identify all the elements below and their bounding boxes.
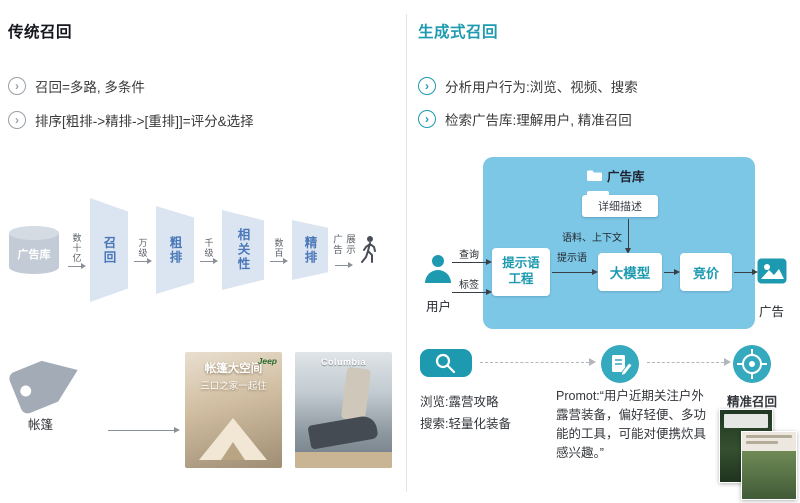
left-bullet-2-text: 排序[粗排->精排->[重排]]=评分&选择	[35, 114, 254, 129]
node-large-model-label: 大模型	[609, 266, 651, 281]
tag-keyword-label: 帐篷	[28, 418, 54, 432]
arrow-right-icon	[552, 268, 598, 275]
detail-description-label: 详细描述	[598, 201, 642, 213]
ad-image-tent: 帐篷大空间 三口之家一起住 Jeep	[185, 352, 282, 468]
funnel-stage-fine: 精排	[292, 220, 328, 280]
left-bullet-1-text: 召回=多路, 多条件	[35, 80, 145, 95]
funnel-stage-fine-label: 精排	[302, 235, 317, 265]
ad-library-label: 广告库	[17, 249, 51, 261]
user-behavior-line-2: 搜索:轻量化装备	[420, 417, 511, 431]
edge-tag-label: 标签	[459, 280, 479, 291]
dashed-arrow-icon	[480, 358, 596, 367]
ground-shape	[295, 452, 392, 468]
ad-image-tent-subtitle: 三口之家一起住	[200, 381, 267, 392]
right-bullet-2-text: 检索广告库:理解用户, 精准召回	[445, 113, 632, 128]
funnel-edge-2-label: 万级	[137, 238, 148, 258]
chevron-circle-icon: ›	[418, 110, 436, 128]
generative-flow-panel	[483, 157, 755, 329]
arrow-right-icon	[134, 258, 152, 264]
prompt-edit-icon	[601, 345, 639, 383]
chevron-circle-icon: ›	[418, 77, 436, 95]
walking-person-icon	[361, 236, 376, 263]
arrow-right-icon	[68, 263, 86, 269]
funnel-edge-1-label: 数十亿	[71, 233, 82, 263]
folder-icon	[586, 170, 602, 182]
right-bullet-1-text: 分析用户行为:浏览、视频、搜索	[445, 80, 638, 95]
node-large-model: 大模型	[598, 253, 662, 291]
left-bullet-2: › 排序[粗排->精排->[重排]]=评分&选择	[8, 110, 254, 130]
node-bidding: 竞价	[680, 253, 732, 291]
ad-library-cylinder: 广告库	[6, 224, 62, 276]
arrow-right-icon	[335, 262, 353, 268]
funnel-edge-4: 数百	[264, 238, 292, 264]
funnel-edge-5: 广告展示	[328, 234, 358, 268]
corpus-context-label: 语料、上下文	[562, 233, 622, 244]
shoe-shape	[307, 414, 379, 450]
arrow-right-icon	[452, 258, 492, 265]
ad-node-label: 广告	[759, 305, 785, 319]
funnel-edge-3: 千级	[194, 238, 222, 264]
funnel-stage-recall-label: 召回	[101, 235, 116, 265]
right-bullet-1: › 分析用户行为:浏览、视频、搜索	[418, 76, 638, 96]
funnel-stage-recall: 召回	[90, 198, 128, 302]
database-cylinder-icon	[9, 226, 59, 274]
left-section-title: 传统召回	[8, 24, 73, 41]
search-icon	[420, 349, 472, 377]
arrow-down-icon	[624, 219, 631, 254]
precise-recall-label: 精准召回	[727, 395, 778, 409]
funnel-stage-relevance: 相关性	[222, 210, 264, 290]
tent-door-shape	[221, 442, 245, 460]
funnel-stage-coarse-label: 粗排	[167, 235, 182, 265]
arrow-right-icon	[270, 258, 288, 264]
right-section-title: 生成式召回	[418, 24, 499, 41]
recalled-ad-image-2	[741, 431, 797, 500]
funnel-edge-2: 万级	[128, 238, 156, 264]
arrow-right-icon	[108, 426, 180, 433]
edge-query-label: 查询	[459, 250, 479, 261]
chevron-circle-icon: ›	[8, 111, 26, 129]
funnel-edge-3-label: 千级	[203, 238, 214, 258]
arrow-right-icon	[734, 268, 758, 275]
column-divider	[406, 14, 407, 492]
ad-image-shoes: Columbia	[295, 352, 392, 468]
ad-image-shoes-brand: Columbia	[320, 357, 367, 367]
funnel-stage-relevance-label: 相关性	[235, 228, 250, 272]
recall-funnel-diagram: 广告库 数十亿 召回 万级 粗排 千级 相关性 数百 精排	[6, 192, 404, 308]
price-tag-icon	[9, 360, 78, 414]
node-prompt-engineering-label: 提示语工程	[502, 256, 540, 286]
user-node-label: 用户	[426, 300, 452, 314]
funnel-edge-1: 数十亿	[62, 233, 90, 269]
dashed-arrow-icon	[647, 358, 731, 367]
ad-image-tent-brand: Jeep	[257, 356, 277, 366]
flow-ad-library-label: 广告库	[607, 170, 645, 184]
funnel-stage-coarse: 粗排	[156, 206, 194, 294]
user-behavior-line-1: 浏览:露营攻略	[420, 395, 499, 409]
image-caption-strip	[724, 414, 768, 428]
left-bullet-1: › 召回=多路, 多条件	[8, 76, 145, 96]
arrow-right-icon	[664, 268, 680, 275]
funnel-edge-5-label: 广告展示	[331, 234, 355, 255]
detail-description-box: 详细描述	[582, 191, 658, 217]
person-icon	[425, 255, 451, 283]
arrow-right-icon	[200, 258, 218, 264]
prompt-text: Promot:“用户近期关注户外露营装备，偏好轻便、多功能的工具，可能对便携炊具…	[556, 389, 707, 460]
arrow-right-icon	[452, 288, 492, 295]
leg-shape	[340, 366, 372, 422]
target-icon	[733, 345, 771, 383]
right-bullet-2: › 检索广告库:理解用户, 精准召回	[418, 109, 632, 129]
image-frame-icon	[757, 258, 787, 284]
node-bidding-label: 竞价	[692, 265, 719, 281]
edge-prompt-label: 提示语	[557, 253, 587, 264]
node-prompt-engineering: 提示语工程	[492, 248, 550, 296]
ad-image-tent-title: 帐篷大空间	[204, 363, 263, 375]
chevron-circle-icon: ›	[8, 77, 26, 95]
flow-ad-library-header: 广告库	[586, 166, 645, 185]
funnel-edge-4-label: 数百	[273, 238, 284, 258]
image-caption-line	[746, 441, 779, 444]
image-caption-line	[746, 435, 792, 438]
